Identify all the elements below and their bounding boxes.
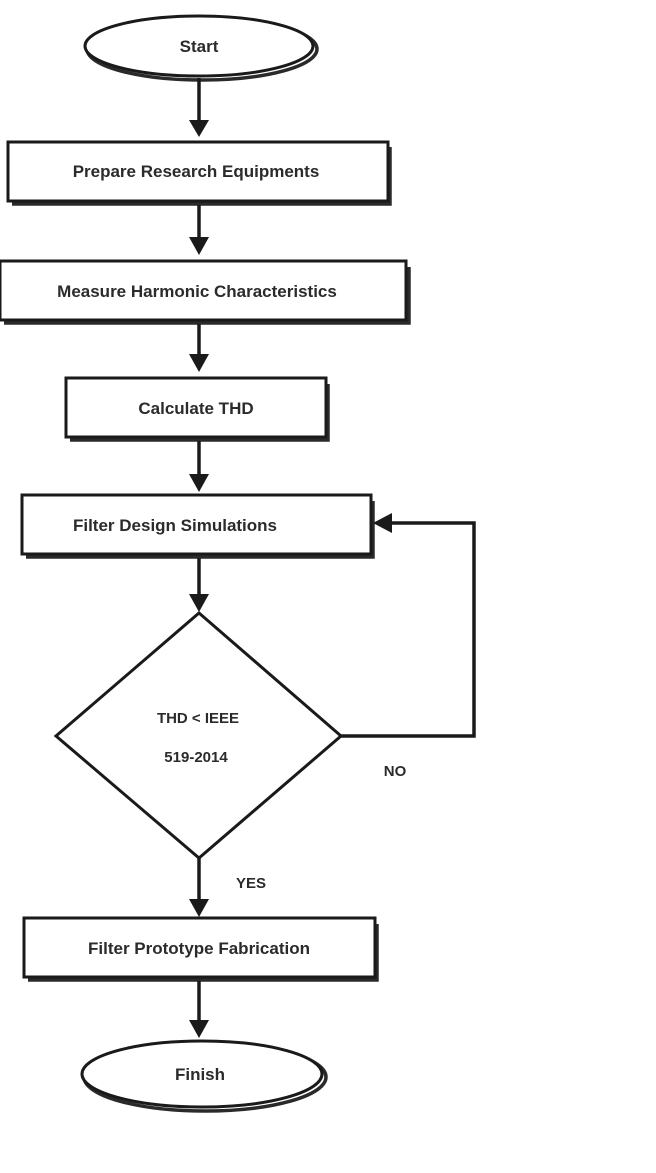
arrow-prepare-to-measure: [189, 205, 209, 255]
decision-thd-check: THD < IEEE 519-2014: [53, 611, 344, 860]
start-terminator: Start: [83, 14, 319, 82]
process-prepare-equipment: Prepare Research Equipments: [6, 140, 392, 206]
arrow-start-to-prepare: [189, 78, 209, 137]
prepare-label: Prepare Research Equipments: [73, 162, 320, 181]
arrow-fabrication-to-finish: [189, 981, 209, 1038]
arrow-calculate-to-simulate: [189, 441, 209, 492]
fabricate-label: Filter Prototype Fabrication: [88, 939, 310, 958]
arrow-no-loop-back: [341, 513, 476, 738]
decision-label-line2: 519-2014: [164, 749, 228, 766]
process-filter-design-simulations: Filter Design Simulations: [20, 493, 375, 559]
arrow-simulate-to-decision: [189, 558, 209, 612]
arrow-yes-to-fabrication: [189, 858, 209, 917]
no-branch-label: NO: [384, 763, 407, 780]
start-label: Start: [180, 37, 219, 56]
calculate-label: Calculate THD: [138, 399, 253, 418]
measure-label: Measure Harmonic Characteristics: [57, 282, 337, 301]
finish-label: Finish: [175, 1065, 225, 1084]
arrow-measure-to-calculate: [189, 324, 209, 372]
process-measure-harmonics: Measure Harmonic Characteristics: [0, 259, 411, 325]
process-filter-prototype-fabrication: Filter Prototype Fabrication: [22, 916, 379, 982]
simulate-label: Filter Design Simulations: [73, 516, 277, 535]
yes-branch-label: YES: [236, 875, 266, 892]
finish-terminator: Finish: [80, 1039, 328, 1113]
decision-label-line1: THD < IEEE: [157, 710, 239, 727]
process-calculate-thd: Calculate THD: [64, 376, 330, 442]
